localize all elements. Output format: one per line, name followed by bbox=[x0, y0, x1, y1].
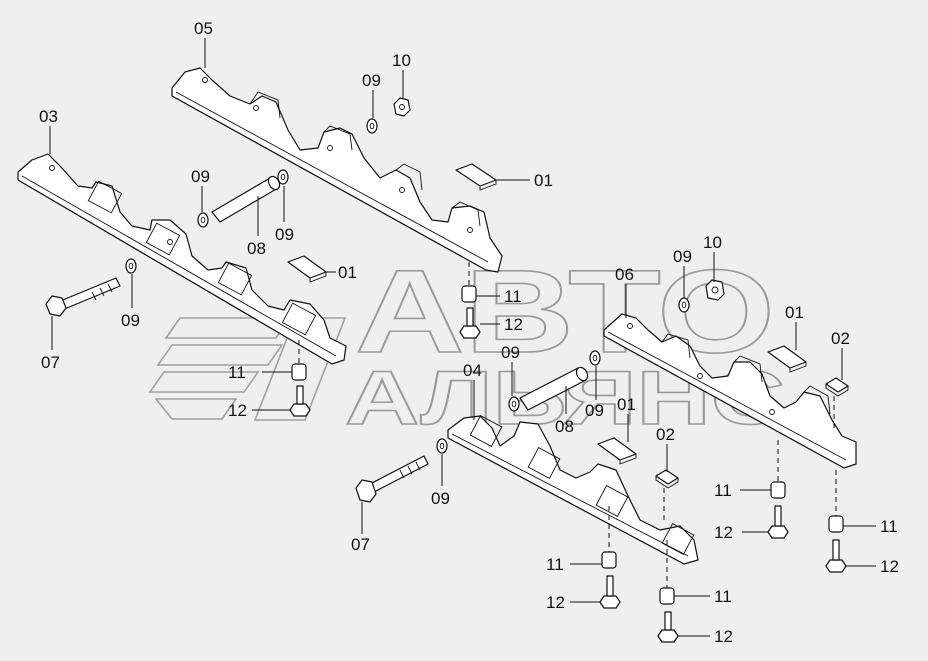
callout-09-top: 09 bbox=[362, 71, 381, 90]
callout-07-left: 07 bbox=[41, 353, 60, 372]
callout-12-bottom-a: 12 bbox=[546, 593, 565, 612]
callout-08-left: 08 bbox=[247, 239, 266, 258]
callout-06: 06 bbox=[615, 265, 634, 284]
nut-10-top bbox=[393, 97, 411, 117]
watermark-logo-icon bbox=[148, 317, 347, 421]
callout-11-right-b: 11 bbox=[880, 517, 898, 536]
watermark-line-2: АЛЬЯНС bbox=[345, 356, 785, 441]
callout-01-center: 01 bbox=[617, 395, 636, 414]
callout-12-right-a: 12 bbox=[714, 523, 733, 542]
pin-08-left bbox=[211, 175, 281, 223]
nuts-02 bbox=[655, 377, 849, 489]
watermark-line-1: АВТО bbox=[355, 246, 775, 378]
rail-06 bbox=[603, 313, 857, 469]
rail-05 bbox=[171, 67, 503, 273]
callout-09-left-b: 09 bbox=[275, 225, 294, 244]
pin-08-right bbox=[519, 366, 589, 411]
nut-10-right bbox=[705, 279, 725, 301]
collars-11 bbox=[291, 285, 844, 605]
callout-09-center-b: 09 bbox=[585, 401, 604, 420]
callout-09-center-c: 09 bbox=[431, 489, 450, 508]
callout-11-top: 11 bbox=[504, 287, 522, 306]
callout-01-right: 01 bbox=[785, 303, 804, 322]
callout-08-center: 08 bbox=[555, 417, 574, 436]
watermark: АВТО АЛЬЯНС bbox=[148, 245, 786, 442]
callout-10-right: 10 bbox=[703, 233, 722, 252]
callout-09-center-a: 09 bbox=[501, 343, 520, 362]
callout-12-right-b: 12 bbox=[880, 557, 899, 576]
callout-12-left: 12 bbox=[228, 401, 247, 420]
callout-11-bottom-b: 11 bbox=[714, 587, 732, 606]
callout-03: 03 bbox=[39, 107, 58, 126]
callout-09-left-a: 09 bbox=[191, 167, 210, 186]
callout-02-right: 02 bbox=[831, 329, 850, 348]
washers-09 bbox=[125, 118, 690, 454]
callout-07-center: 07 bbox=[351, 535, 370, 554]
callout-01-left: 01 bbox=[338, 263, 357, 282]
rail-04 bbox=[447, 415, 699, 565]
rail-03 bbox=[17, 153, 347, 365]
callout-11-left: 11 bbox=[228, 363, 246, 382]
callout-09-left-c: 09 bbox=[121, 311, 140, 330]
callout-12-bottom-b: 12 bbox=[714, 627, 733, 646]
callout-05: 05 bbox=[194, 19, 213, 38]
callout-11-bottom-a: 11 bbox=[546, 555, 564, 574]
callout-10-top: 10 bbox=[392, 51, 411, 70]
assembly-lines bbox=[298, 262, 837, 588]
callout-09-right-a: 09 bbox=[673, 247, 692, 266]
plates-01 bbox=[287, 163, 807, 465]
callout-12-top: 12 bbox=[504, 315, 523, 334]
bolt-07-left bbox=[45, 277, 121, 317]
callout-01-top: 01 bbox=[534, 171, 553, 190]
bolts-12 bbox=[289, 307, 847, 643]
callout-04: 04 bbox=[463, 361, 482, 380]
bolt-07-right bbox=[355, 455, 429, 503]
callout-02-center: 02 bbox=[656, 425, 675, 444]
callout-11-right-a: 11 bbox=[714, 481, 732, 500]
callout-labels: 05 10 09 03 09 01 09 08 01 09 07 11 12 1… bbox=[39, 19, 899, 646]
leader-lines bbox=[49, 38, 876, 637]
